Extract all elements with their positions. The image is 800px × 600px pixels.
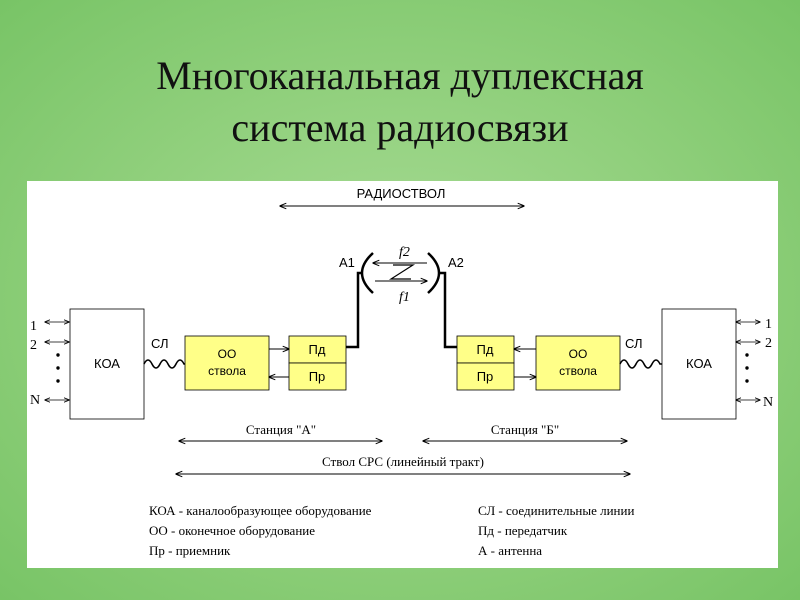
trunk-label: Ствол СРС (линейный тракт) xyxy=(322,454,484,469)
oo-right-line2: ствола xyxy=(559,364,597,378)
antenna-a2-icon xyxy=(427,252,441,294)
station-a-label: Станция "А" xyxy=(246,422,316,437)
right-channel-n: N xyxy=(763,395,773,410)
left-channel-dots xyxy=(56,353,60,383)
title-line-1: Многоканальная дуплексная xyxy=(156,53,644,98)
sl-left-line xyxy=(143,359,185,369)
radio-trunk-label: РАДИОСТВОЛ xyxy=(357,186,446,201)
oo-right-block xyxy=(535,335,621,391)
antenna-a1-label: А1 xyxy=(339,255,355,270)
left-channel-1: 1 xyxy=(30,319,37,334)
koa-right-label: КОА xyxy=(686,356,712,371)
sl-right-label: СЛ xyxy=(625,336,643,351)
legend-right-2: Пд - передатчик xyxy=(478,523,568,538)
legend-right-1: СЛ - соединительные линии xyxy=(478,503,634,518)
koa-left-block xyxy=(69,308,145,420)
koa-left-label: КОА xyxy=(94,356,120,371)
oo-left-line1: ОО xyxy=(218,347,237,361)
radio-link-zigzag xyxy=(388,264,416,280)
freq-f2-label: f2 xyxy=(399,245,410,260)
diagram-panel: РАДИОСТВОЛ А1 А2 f2 f1 1 2 N КОА СЛ ОО с… xyxy=(27,181,778,568)
freq-f1-label: f1 xyxy=(399,290,410,305)
legend-left-2: ОО - оконечное оборудование xyxy=(149,523,315,538)
left-channel-2: 2 xyxy=(30,338,37,353)
slide-title: Многоканальная дуплексная система радиос… xyxy=(0,50,800,154)
feeder-b xyxy=(439,271,457,349)
pr-left-label: Пр xyxy=(309,369,326,384)
pd-left-label: Пд xyxy=(309,342,326,357)
legend-left-1: КОА - каналообразующее оборудование xyxy=(149,503,372,518)
antenna-a1-icon xyxy=(360,252,374,294)
pd-right-label: Пд xyxy=(477,342,494,357)
title-line-2: система радиосвязи xyxy=(231,105,569,150)
pr-left-block xyxy=(288,362,347,391)
oo-left-line2: ствола xyxy=(208,364,246,378)
feeder-a xyxy=(346,271,363,349)
left-channel-n: N xyxy=(30,393,40,408)
right-channel-dots xyxy=(745,353,749,383)
oo-right-line1: ОО xyxy=(569,347,588,361)
koa-right-block xyxy=(661,308,737,420)
legend-left-3: Пр - приемник xyxy=(149,543,231,558)
legend-right-3: А - антенна xyxy=(478,543,542,558)
diagram-svg: РАДИОСТВОЛ А1 А2 f2 f1 1 2 N КОА СЛ ОО с… xyxy=(30,186,773,558)
right-channel-2: 2 xyxy=(765,336,772,351)
antenna-a2-label: А2 xyxy=(448,255,464,270)
sl-right-line xyxy=(619,359,662,369)
sl-left-label: СЛ xyxy=(151,336,169,351)
station-b-label: Станция "Б" xyxy=(491,422,559,437)
oo-left-block xyxy=(184,335,270,391)
pr-right-label: Пр xyxy=(477,369,494,384)
right-channel-1: 1 xyxy=(765,317,772,332)
